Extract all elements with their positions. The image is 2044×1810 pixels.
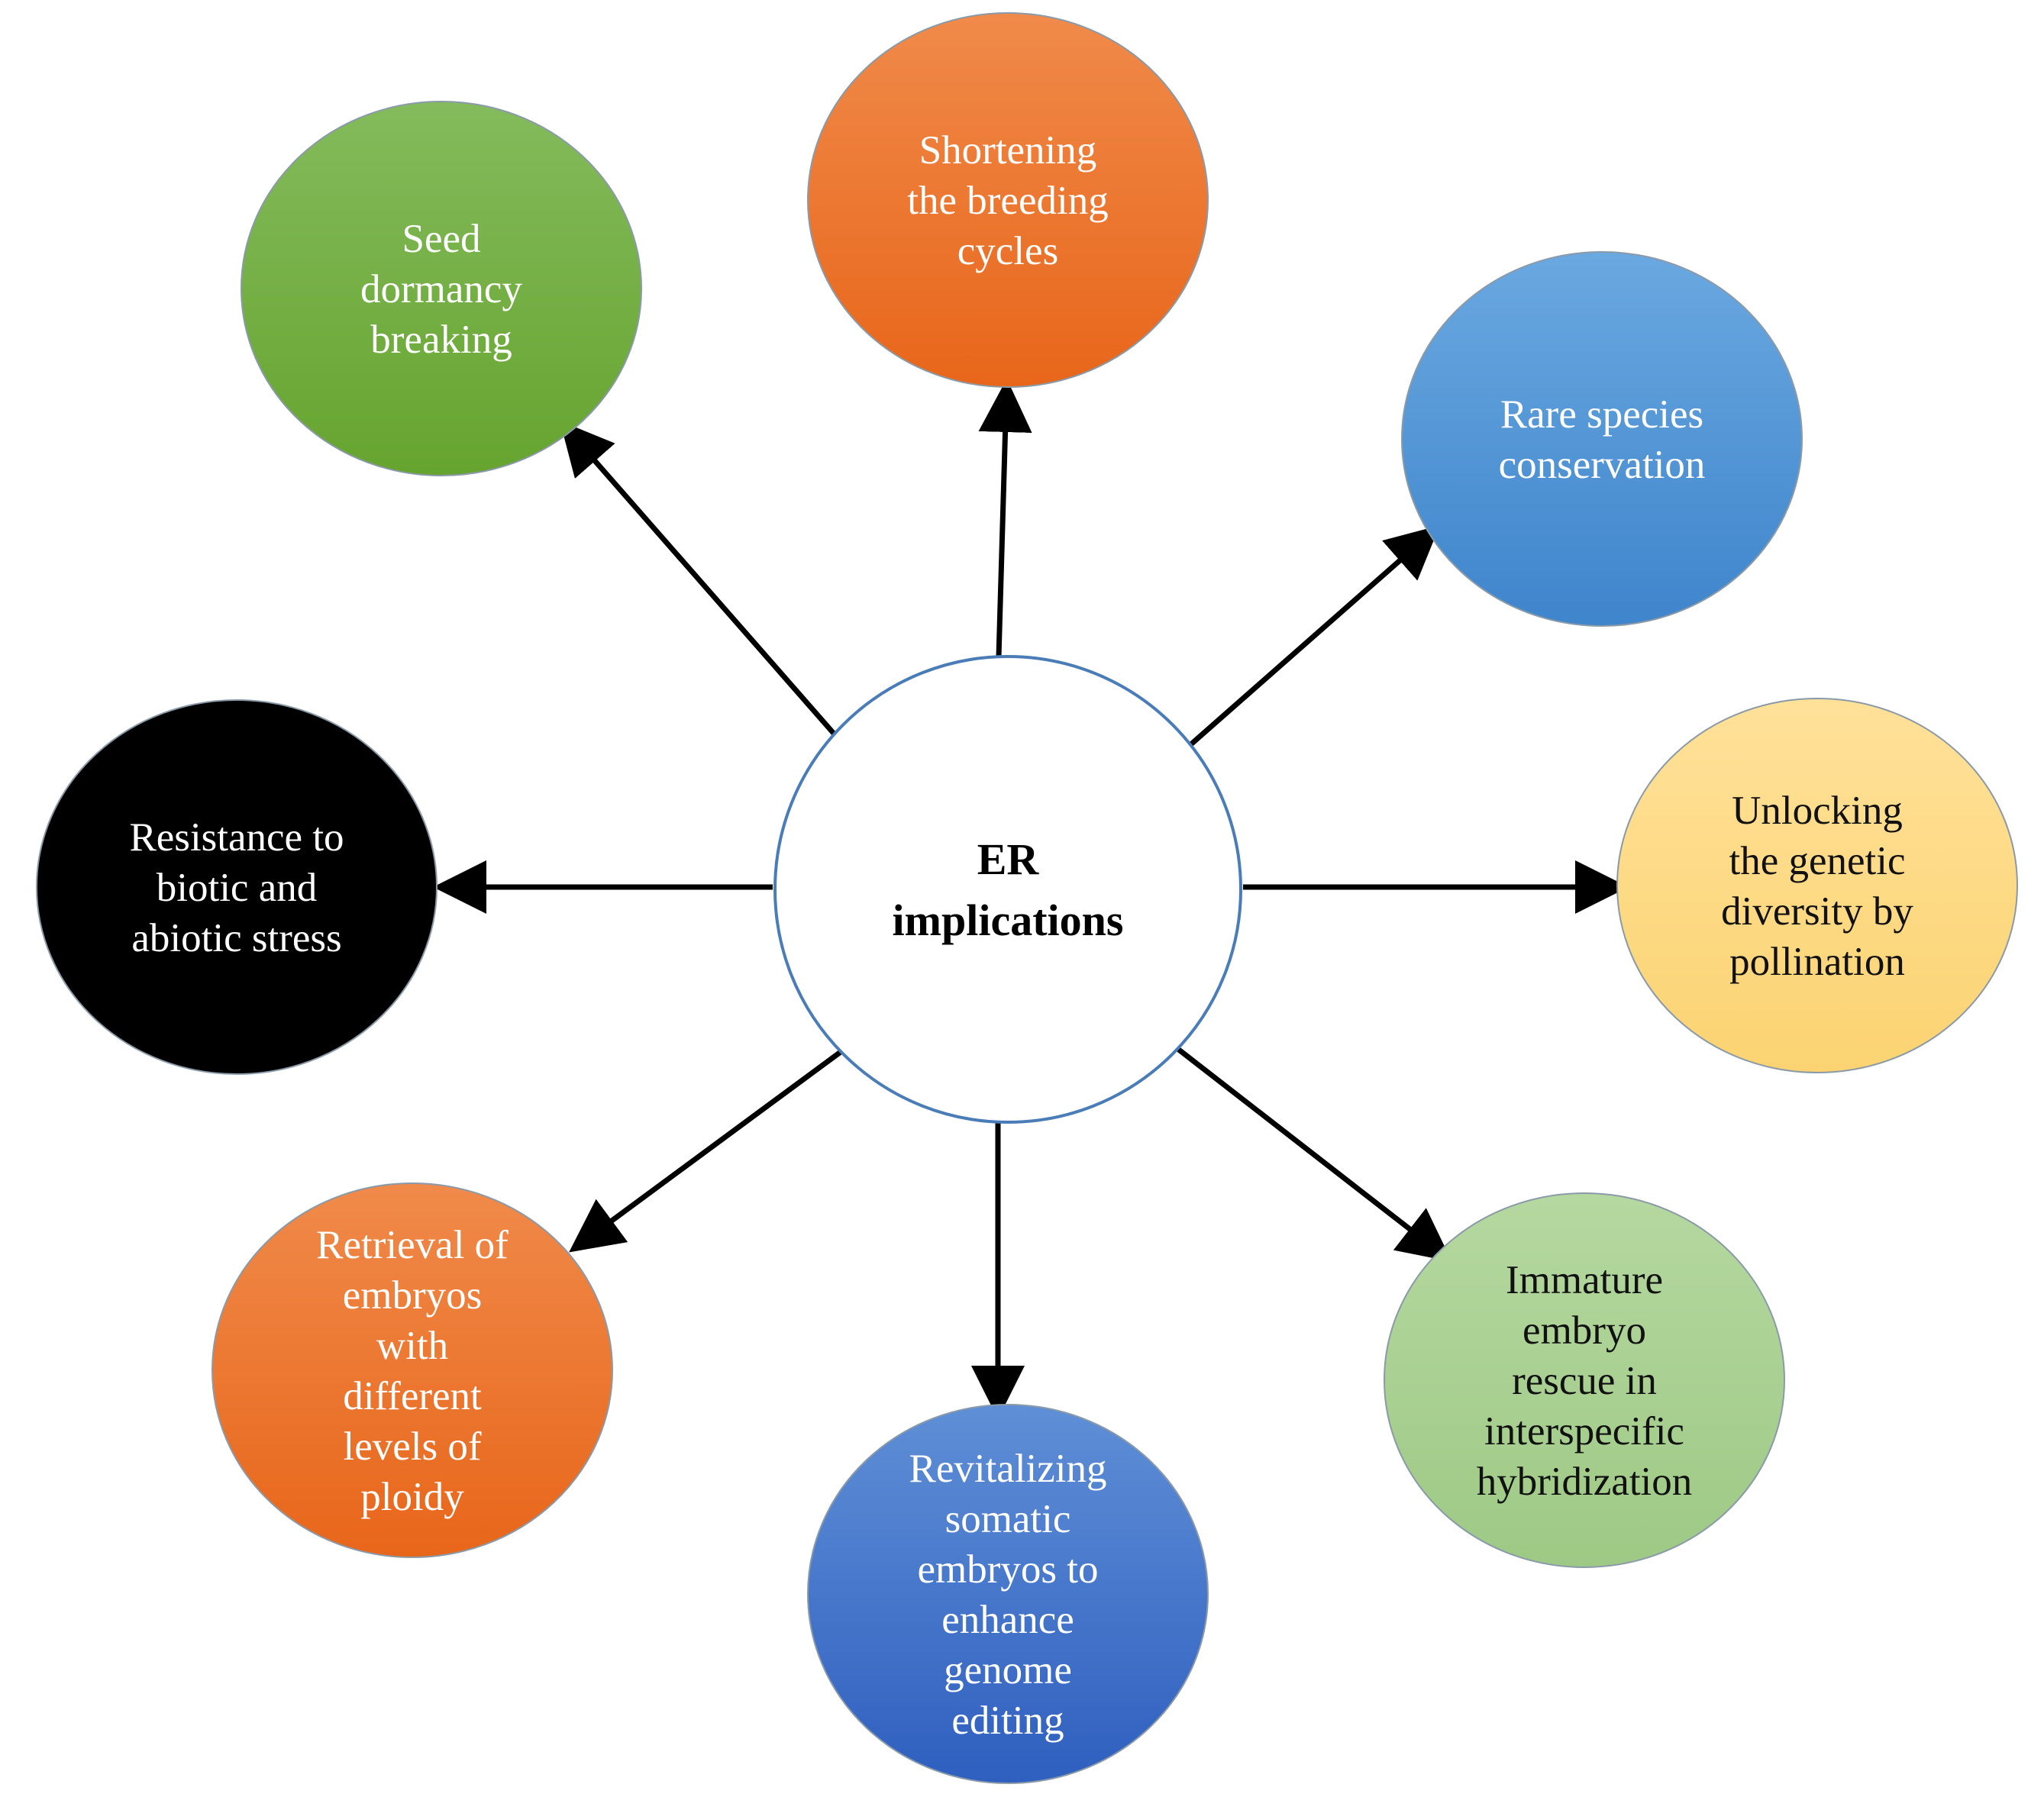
node-label-line: pollination bbox=[1729, 940, 1905, 984]
node-label-line: the breeding bbox=[907, 179, 1108, 223]
node-circle bbox=[807, 1404, 1209, 1784]
center-label-line: implications bbox=[893, 895, 1124, 945]
node-label-line: hybridization bbox=[1477, 1460, 1693, 1504]
node-label-line: abiotic stress bbox=[131, 916, 341, 960]
node-label-line: Revitalizing bbox=[909, 1447, 1106, 1491]
arrow-to-rare-species bbox=[1177, 525, 1440, 757]
node-label-line: levels of bbox=[343, 1424, 481, 1469]
node-circle bbox=[36, 699, 438, 1075]
node-label-line: Resistance to bbox=[129, 815, 344, 860]
node-shortening-breeding: Shortening the breeding cycles bbox=[807, 12, 1209, 388]
node-label-line: rescue in bbox=[1512, 1359, 1657, 1403]
node-label-line: Unlocking bbox=[1732, 789, 1903, 833]
node-label-line: enhance bbox=[941, 1598, 1074, 1642]
node-label-line: cycles bbox=[957, 229, 1058, 273]
nodes-layer: Seed dormancy breaking Shortening the breedi… bbox=[36, 12, 2018, 1784]
node-label-line: editing bbox=[951, 1699, 1064, 1743]
node-retrieval-embryos: Retrieval of embryos with different levels o… bbox=[212, 1182, 613, 1558]
arrows-layer bbox=[433, 379, 1629, 1419]
node-label-line: dormancy bbox=[360, 267, 522, 311]
node-label-line: breaking bbox=[370, 318, 512, 362]
node-resistance-stress: Resistance to biotic and abiotic stress bbox=[36, 699, 438, 1075]
node-label-line: Shortening bbox=[919, 128, 1097, 173]
arrow-to-retrieval-embryos bbox=[569, 1047, 846, 1253]
arrow-to-shortening-breeding bbox=[978, 379, 1032, 684]
node-label-line: Rare species bbox=[1500, 392, 1703, 437]
node-label-line: with bbox=[376, 1324, 448, 1368]
node-label-line: Immature bbox=[1506, 1258, 1663, 1302]
node-label-line: the genetic bbox=[1729, 839, 1905, 883]
node-label-line: embryos to bbox=[918, 1547, 1099, 1592]
node-circle bbox=[1384, 1192, 1785, 1568]
node-immature-embryo: Immature embryo rescue in interspecific hybr… bbox=[1384, 1192, 1785, 1568]
node-label-line: embryo bbox=[1523, 1308, 1646, 1353]
node-circle bbox=[241, 101, 642, 476]
node-circle bbox=[212, 1182, 613, 1558]
arrow-to-immature-embryo bbox=[1174, 1045, 1452, 1262]
node-circle bbox=[1401, 251, 1803, 627]
node-circle bbox=[1616, 698, 2018, 1073]
node-label-line: conservation bbox=[1499, 443, 1706, 487]
node-label-line: Retrieval of bbox=[316, 1223, 509, 1267]
center-circle bbox=[773, 655, 1242, 1124]
arrow-to-seed-dormancy bbox=[560, 421, 842, 743]
node-label-line: biotic and bbox=[157, 866, 317, 910]
node-label-line: embryos bbox=[343, 1273, 483, 1318]
node-label-line: different bbox=[343, 1374, 482, 1418]
node-label-line: interspecific bbox=[1484, 1409, 1684, 1453]
node-label-line: Seed bbox=[402, 217, 480, 261]
node-seed-dormancy: Seed dormancy breaking bbox=[241, 101, 642, 476]
node-label-line: somatic bbox=[945, 1497, 1071, 1541]
node-circle bbox=[807, 12, 1209, 388]
node-label-line: genome bbox=[944, 1648, 1072, 1692]
center-layer: ER implications bbox=[773, 655, 1242, 1124]
node-revitalizing-somatic: Revitalizing somatic embryos to enhance geno… bbox=[807, 1404, 1209, 1784]
node-unlocking-diversity: Unlocking the genetic diversity by pollinat… bbox=[1616, 698, 2018, 1073]
node-label-line: diversity by bbox=[1721, 889, 1913, 934]
node-rare-species: Rare species conservation bbox=[1401, 251, 1803, 627]
node-label-line: ploidy bbox=[360, 1475, 464, 1519]
center-label-line: ER bbox=[977, 834, 1040, 884]
